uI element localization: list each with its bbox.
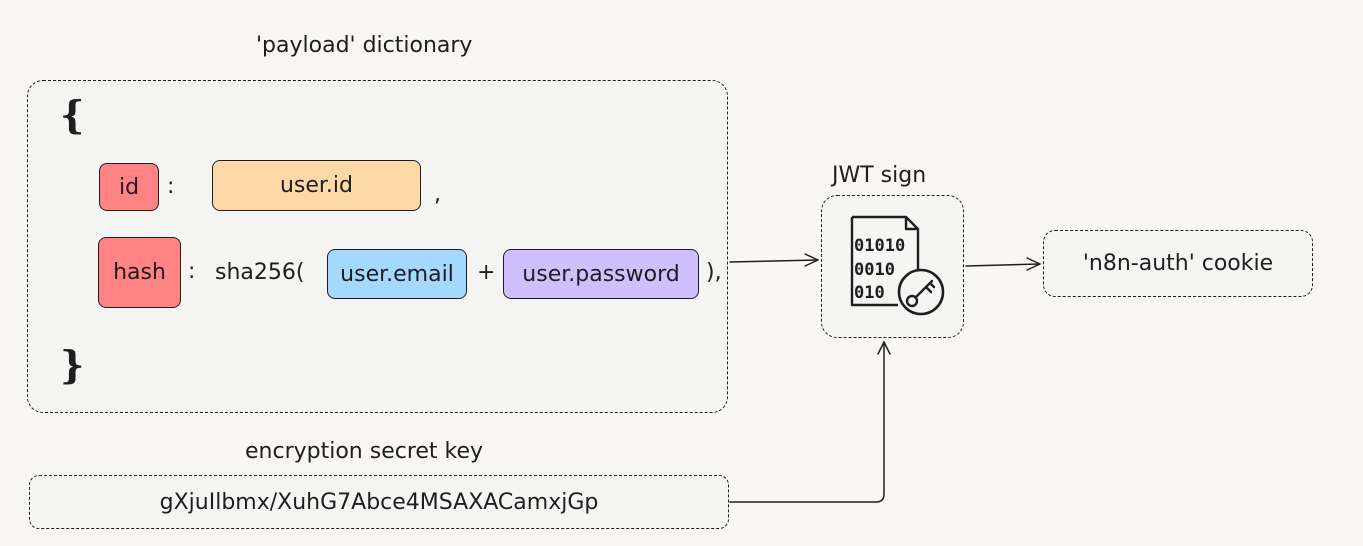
secret-to-jwt-arrow [729,341,885,503]
id-colon: : [167,174,175,199]
jwt-title: JWT sign [832,163,927,188]
binary-line-2: 0010 [854,260,895,280]
payload-title: 'payload' dictionary [256,33,473,58]
secret-key-box [29,475,729,529]
hash-function: sha256( [215,260,305,285]
hash-close: ), [706,260,722,285]
jwt-to-cookie-arrow [965,263,1041,267]
binary-line-3: 010 [854,283,885,303]
cookie-label: 'n8n-auth' cookie [1082,251,1274,276]
cookie-box [1043,230,1313,297]
id-key: id [99,163,159,211]
id-comma: , [434,182,441,207]
close-brace: } [60,342,85,387]
jwt-sign-box [821,195,964,338]
secret-title: encryption secret key [245,439,484,464]
plus-sign: + [477,260,496,285]
id-value: user.id [212,160,421,211]
email-value: user.email [327,249,467,299]
hash-key: hash [98,237,181,308]
binary-line-1: 01010 [854,236,905,256]
payload-to-jwt-arrow [729,259,819,263]
secret-key-value: gXjuIlbmx/XuhG7Abce4MSAXACamxjGp [159,489,599,515]
open-brace: { [60,92,85,137]
binary-file-key-icon: 01010 0010 010 [848,213,948,317]
password-value: user.password [503,249,699,299]
hash-colon: : [188,259,196,284]
